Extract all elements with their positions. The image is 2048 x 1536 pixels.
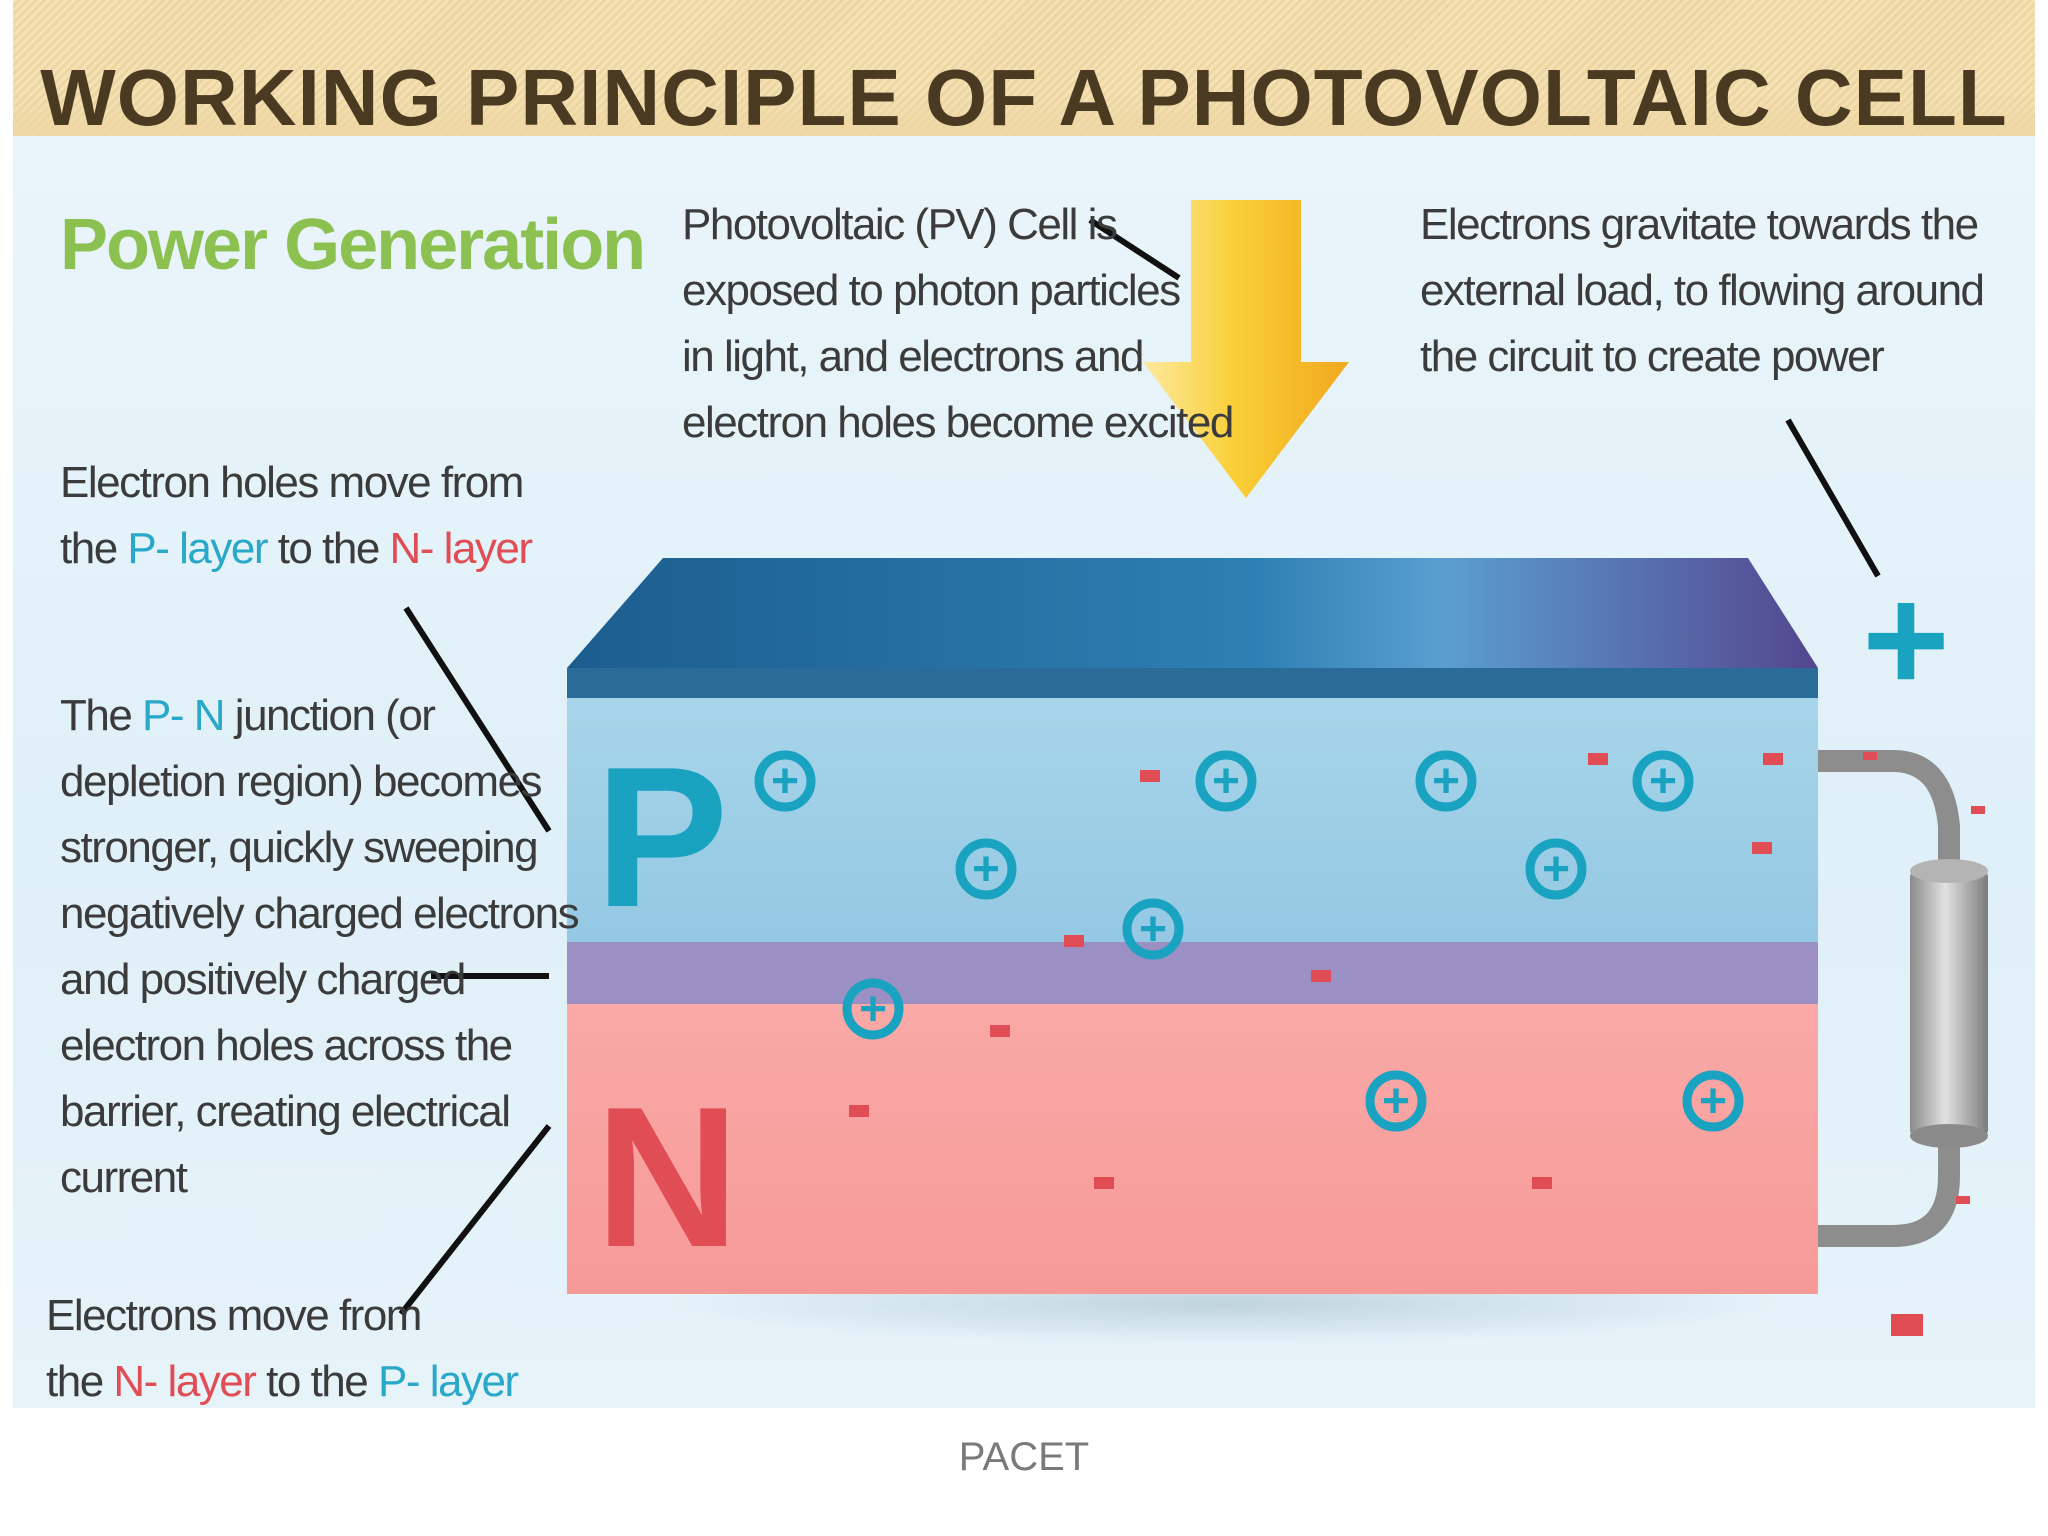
p-layer: [567, 698, 1818, 942]
wire-electron: [1863, 752, 1877, 760]
svg-text:+: +: [1212, 755, 1240, 808]
wire-electron: [1971, 806, 1985, 814]
electron: [1311, 970, 1331, 982]
load-bottom: [1910, 1124, 1988, 1148]
electrons-load-annotation: Electrons gravitate towards the external…: [1420, 192, 1985, 390]
electron: [1140, 770, 1160, 782]
electron: [1588, 753, 1608, 765]
electrons-group: [849, 753, 1783, 1189]
text-fragment: junction (or: [224, 691, 436, 740]
electron-hole: +: [842, 978, 904, 1040]
annotation-line: The P- N junction (or: [60, 683, 578, 749]
annotation-line: negatively charged electrons: [60, 889, 580, 938]
annotation-line: the N- layer to the P- layer: [46, 1349, 519, 1408]
electron-hole: +: [955, 838, 1017, 900]
text-fragment: The: [60, 691, 143, 740]
text-fragment: the: [46, 1357, 114, 1406]
electrons-move-annotation: Electrons move from the N- layer to the …: [46, 1283, 519, 1408]
n-layer: [567, 1004, 1818, 1294]
n-layer-label: N: [595, 1066, 739, 1289]
pointer-line: [398, 1124, 552, 1316]
electron-hole: +: [1682, 1070, 1744, 1132]
annotation-line: current: [60, 1153, 188, 1202]
annotation-line: external load, to flowing around: [1420, 266, 1985, 315]
svg-text:+: +: [859, 983, 887, 1036]
annotation-line: Electrons gravitate towards the: [1420, 200, 1979, 249]
pointer-line: [1088, 217, 1181, 281]
svg-text:+: +: [1139, 903, 1167, 956]
svg-text:+: +: [1432, 755, 1460, 808]
electron: [1532, 1177, 1552, 1189]
svg-text:+: +: [771, 755, 799, 808]
electron-hole: +: [1415, 750, 1477, 812]
holes-group: + + + + + + + + + +: [754, 750, 1744, 1132]
p-layer-term: P- layer: [377, 1357, 519, 1406]
annotation-line: stronger, quickly sweeping: [60, 823, 539, 872]
electron-hole: +: [1195, 750, 1257, 812]
section-heading: Power Generation: [60, 205, 646, 285]
sunlight-arrow: [1143, 200, 1349, 498]
annotation-line: barrier, creating electrical: [60, 1087, 511, 1136]
junction-annotation: The P- N junction (or depletion region) …: [60, 683, 580, 1211]
electron: [990, 1025, 1010, 1037]
annotation-line: Electrons move from: [46, 1291, 422, 1340]
annotation-line: in light, and electrons and: [682, 332, 1144, 381]
slide-title: WORKING PRINCIPLE OF A PHOTOVOLTAIC CELL: [40, 53, 2008, 142]
annotation-line: and positively charged: [60, 955, 466, 1004]
title-band: WORKING PRINCIPLE OF A PHOTOVOLTAIC CELL: [13, 0, 2035, 142]
p-layer-label: P: [595, 726, 728, 949]
electron: [1763, 753, 1783, 765]
annotation-line: electron holes across the: [60, 1021, 513, 1070]
electron-hole: +: [1365, 1070, 1427, 1132]
annotation-line: Photovoltaic (PV) Cell is: [682, 200, 1118, 249]
electron: [849, 1105, 869, 1117]
svg-text:+: +: [1699, 1075, 1727, 1128]
footer-text: PACET: [958, 1435, 1090, 1479]
svg-text:+: +: [972, 843, 1000, 896]
wire-bottom: [1818, 1136, 1960, 1247]
load-body: [1910, 871, 1988, 1136]
electron: [1094, 1177, 1114, 1189]
n-layer-term: N- layer: [389, 524, 534, 573]
p-layer-term: P- layer: [127, 524, 268, 573]
electron: [1064, 935, 1084, 947]
electron-hole: +: [754, 750, 816, 812]
wire-electron: [1956, 1196, 1970, 1204]
svg-text:+: +: [1649, 755, 1677, 808]
negative-terminal: [1891, 1314, 1923, 1336]
text-fragment: to the: [255, 1357, 378, 1406]
top-plate-front: [567, 668, 1818, 698]
pointer-line: [403, 606, 552, 833]
electron-hole: +: [1632, 750, 1694, 812]
n-layer-term: N- layer: [113, 1357, 257, 1406]
annotation-line: electron holes become excited: [682, 398, 1234, 447]
holes-move-annotation: Electron holes move from the P- layer to…: [60, 450, 534, 582]
annotation-line: depletion region) becomes: [60, 757, 543, 806]
title-band-fade: [13, 96, 2035, 136]
annotation-line: exposed to photon particles: [682, 266, 1181, 315]
pointer-line: [1785, 418, 1881, 578]
load-top: [1910, 859, 1988, 883]
p-term: P-: [142, 691, 185, 740]
slide-content: P N + + + + + + + + + + + Power Generation Photov…: [13, 136, 2035, 1408]
wire-top: [1818, 750, 1960, 871]
annotation-line: Electron holes move from: [60, 458, 524, 507]
electron-hole: +: [1525, 838, 1587, 900]
positive-terminal: +: [1862, 555, 1950, 723]
electron: [1752, 842, 1772, 854]
junction-layer: [567, 942, 1818, 1004]
text-fragment: to the: [266, 524, 390, 573]
electron-hole: +: [1122, 898, 1184, 960]
text-fragment: the: [60, 524, 128, 573]
top-plate: [567, 558, 1818, 668]
svg-text:+: +: [1542, 843, 1570, 896]
n-term: N: [193, 691, 226, 740]
pv-cell-diagram: P N + + + + + + + + + + +: [398, 200, 1988, 1344]
annotation-line: the circuit to create power: [1420, 332, 1885, 381]
svg-text:+: +: [1382, 1075, 1410, 1128]
annotation-line: the P- layer to the N- layer: [60, 516, 534, 582]
photon-annotation: Photovoltaic (PV) Cell is exposed to pho…: [682, 192, 1234, 456]
